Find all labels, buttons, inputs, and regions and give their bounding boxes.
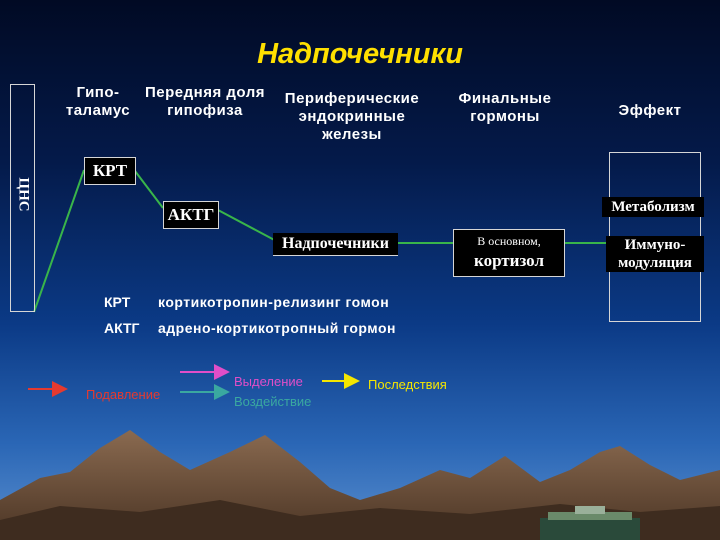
krt-box: КРТ xyxy=(84,157,136,185)
legend-consequences-label: Последствия xyxy=(368,377,447,392)
header-final-hormones: Финальные гормоны xyxy=(440,90,570,126)
building-base xyxy=(540,518,640,540)
header-peripheral-line2: эндокринные xyxy=(298,108,406,125)
building-roof xyxy=(548,512,632,520)
definition-abbr-krt: КРТ xyxy=(104,294,131,310)
header-final-line1: Финальные xyxy=(458,90,552,107)
connector-krt-actg xyxy=(134,170,164,209)
header-hypothalamus-line2: таламус xyxy=(65,102,131,119)
building-dome xyxy=(575,506,605,514)
header-pituitary-line1: Передняя доля xyxy=(145,84,265,101)
connector-actg-adrenal xyxy=(217,209,281,244)
header-peripheral-glands: Периферические эндокринные железы xyxy=(272,90,432,144)
legend-suppression-label: Подавление xyxy=(86,387,161,402)
header-pituitary-line2: гипофиза xyxy=(167,102,243,119)
cortisol-line1: В основном, xyxy=(477,234,541,248)
header-pituitary: Передняя доля гипофиза xyxy=(140,84,270,120)
page-title: Надпочечники xyxy=(257,38,463,70)
header-peripheral-line1: Периферические xyxy=(284,90,420,107)
effect-immuno-line1: Иммуно- xyxy=(624,237,686,253)
header-final-line2: гормоны xyxy=(470,108,540,125)
effect-immunomodulation: Иммуно- модуляция xyxy=(606,236,704,272)
effect-immuno-line2: модуляция xyxy=(618,255,692,271)
header-hypothalamus-line1: Гипо- xyxy=(76,84,120,101)
legend-action-label: Воздействие xyxy=(234,394,312,409)
connector-cns-krt xyxy=(33,169,85,313)
header-peripheral-line3: железы xyxy=(322,126,382,143)
cortisol-line2: кортизол xyxy=(474,251,544,270)
definition-text-actg: адрено-кортикотропный гормон xyxy=(158,320,396,336)
cns-box xyxy=(10,84,35,312)
definition-text-krt: кортикотропин-релизинг гомон xyxy=(158,294,390,310)
actg-box: АКТГ xyxy=(163,201,219,229)
definition-abbr-actg: АКТГ xyxy=(104,320,140,336)
legend-release-label: Выделение xyxy=(234,374,303,389)
effect-metabolism: Метаболизм xyxy=(602,197,704,217)
header-hypothalamus: Гипо- таламус xyxy=(56,84,140,120)
header-effect: Эффект xyxy=(618,102,682,119)
cortisol-box: В основном, кортизол xyxy=(453,229,565,277)
adrenal-node: Надпочечники xyxy=(273,233,398,256)
